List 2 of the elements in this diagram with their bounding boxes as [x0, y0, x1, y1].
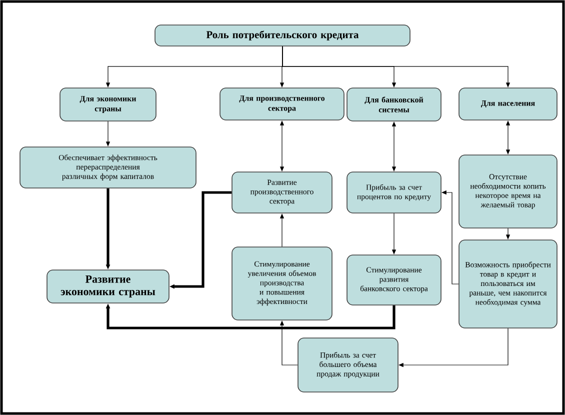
- title-box: Роль потребительского кредита: [154, 24, 410, 46]
- result-box: Развитие экономики страны: [46, 270, 170, 304]
